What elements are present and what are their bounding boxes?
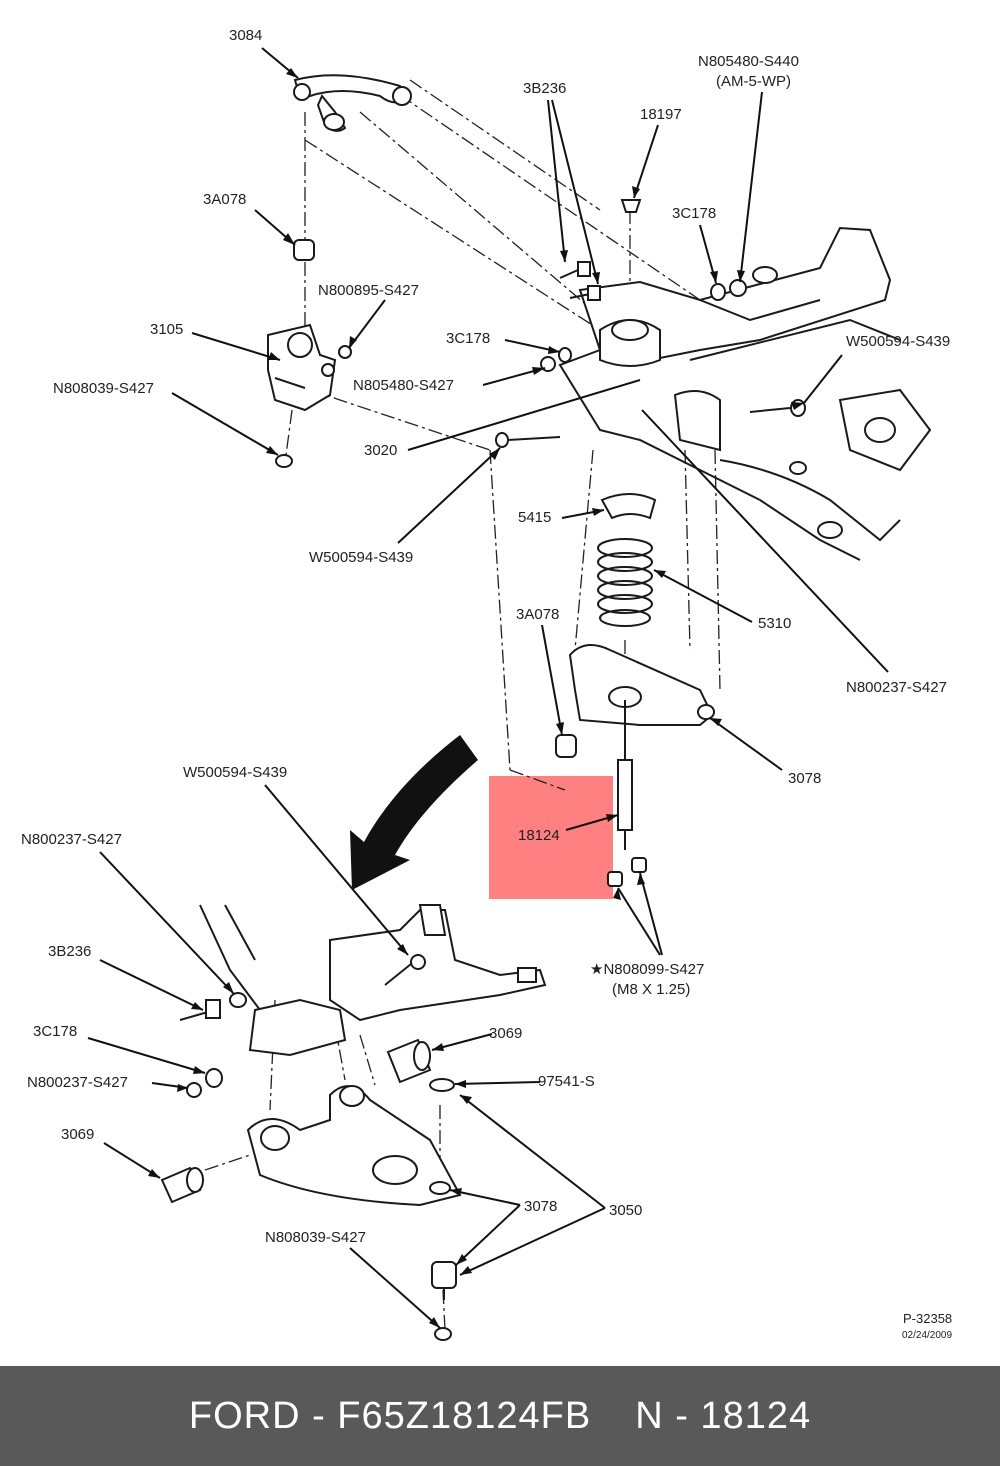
label-3b236-low: 3B236 xyxy=(48,943,91,960)
washer-3c178-top[interactable] xyxy=(710,283,726,301)
nut-n808099-a[interactable] xyxy=(607,871,623,887)
label-p32358: P-32358 xyxy=(903,1311,952,1326)
label-am5wp: (AM-5-WP) xyxy=(716,73,791,90)
shock-absorber-18124[interactable] xyxy=(617,700,633,850)
label-3c178-top: 3C178 xyxy=(672,205,716,222)
label-3050: 3050 xyxy=(609,1202,642,1219)
label-n808039-low: N808039-S427 xyxy=(265,1229,366,1246)
label-3069-left: 3069 xyxy=(61,1126,94,1143)
washer-97541[interactable] xyxy=(429,1078,455,1092)
label-5415: 5415 xyxy=(518,509,551,526)
label-97541: 97541-S xyxy=(538,1073,595,1090)
washer-3c178-low[interactable] xyxy=(205,1068,223,1088)
lower-control-arm-right[interactable] xyxy=(568,644,715,726)
label-n800237-left-low: N800237-S427 xyxy=(27,1074,128,1091)
nut-18197[interactable] xyxy=(620,199,642,213)
nut-n800237-left-top[interactable] xyxy=(229,992,247,1008)
washer-3c178-mid[interactable] xyxy=(558,347,572,363)
label-18197: 18197 xyxy=(640,106,682,123)
label-3069-right: 3069 xyxy=(489,1025,522,1042)
bushing-3a078-top[interactable] xyxy=(293,239,315,261)
label-3a078-top: 3A078 xyxy=(203,191,246,208)
coil-spring-5310[interactable] xyxy=(597,538,653,627)
label-n800237-left-top: N800237-S427 xyxy=(21,831,122,848)
exploded-parts-diagram: 3084 3A078 3105 N808039-S427 N800895-S42… xyxy=(21,27,952,1341)
footer-ref: N - 18124 xyxy=(635,1394,812,1437)
label-3078-right: 3078 xyxy=(788,770,821,787)
nut-n800895[interactable] xyxy=(338,345,352,359)
label-m8: (M8 X 1.25) xyxy=(612,981,690,998)
nut-n808039-low[interactable] xyxy=(434,1327,452,1341)
upper-control-arm[interactable] xyxy=(293,74,412,132)
nut-n805480-s440[interactable] xyxy=(729,279,747,297)
label-3105: 3105 xyxy=(150,321,183,338)
ball-joint-3078[interactable] xyxy=(431,1261,457,1300)
leader-lines xyxy=(87,47,889,1329)
footer-brand-part: FORD - F65Z18124FB xyxy=(188,1394,592,1437)
nut-n808099-b[interactable] xyxy=(631,857,647,873)
direction-arrow xyxy=(350,735,478,890)
bolt-w500594-low[interactable] xyxy=(384,954,426,986)
label-3020: 3020 xyxy=(364,442,397,459)
lower-control-arm-3050[interactable] xyxy=(246,1085,462,1207)
bushing-3a078-mid[interactable] xyxy=(555,734,577,758)
label-n805480-s427: N805480-S427 xyxy=(353,377,454,394)
bolts-3b236[interactable] xyxy=(559,261,601,301)
nut-n800237-left-low[interactable] xyxy=(186,1082,202,1098)
label-3c178-mid: 3C178 xyxy=(446,330,490,347)
label-3078-low: 3078 xyxy=(524,1198,557,1215)
bolt-3b236-low[interactable] xyxy=(179,999,221,1021)
label-5310: 5310 xyxy=(758,615,791,632)
frame-bracket-lower[interactable] xyxy=(199,904,547,1057)
label-date: 02/24/2009 xyxy=(902,1330,952,1341)
bolt-w500594-mid[interactable] xyxy=(495,432,561,448)
part-labels: 3084 3A078 3105 N808039-S427 N800895-S42… xyxy=(21,27,952,1341)
label-3b236-top: 3B236 xyxy=(523,80,566,97)
label-18124[interactable]: 18124 xyxy=(518,827,560,844)
nut-n808039-top[interactable] xyxy=(275,454,293,468)
label-w500594-low: W500594-S439 xyxy=(183,764,287,781)
footer-bar: FORD - F65Z18124FB N - 18124 xyxy=(0,1366,1000,1466)
steering-knuckle[interactable] xyxy=(267,323,337,412)
label-3a078-mid: 3A078 xyxy=(516,606,559,623)
arrowheads xyxy=(148,68,804,1328)
label-n800237-right: N800237-S427 xyxy=(846,679,947,696)
bushing-3069-right[interactable] xyxy=(386,1038,432,1084)
label-w500594-mid: W500594-S439 xyxy=(309,549,413,566)
label-n800895: N800895-S427 xyxy=(318,282,419,299)
spring-insulator-5415[interactable] xyxy=(600,493,657,520)
label-3c178-low: 3C178 xyxy=(33,1023,77,1040)
label-n808099: ★N808099-S427 xyxy=(590,961,704,978)
highlight-box[interactable] xyxy=(489,776,613,899)
label-n805480-s440: N805480-S440 xyxy=(698,53,799,70)
label-w500594-right: W500594-S439 xyxy=(846,333,950,350)
label-n808039-top: N808039-S427 xyxy=(53,380,154,397)
label-3084: 3084 xyxy=(229,27,262,44)
bushing-3069-left[interactable] xyxy=(160,1166,204,1204)
